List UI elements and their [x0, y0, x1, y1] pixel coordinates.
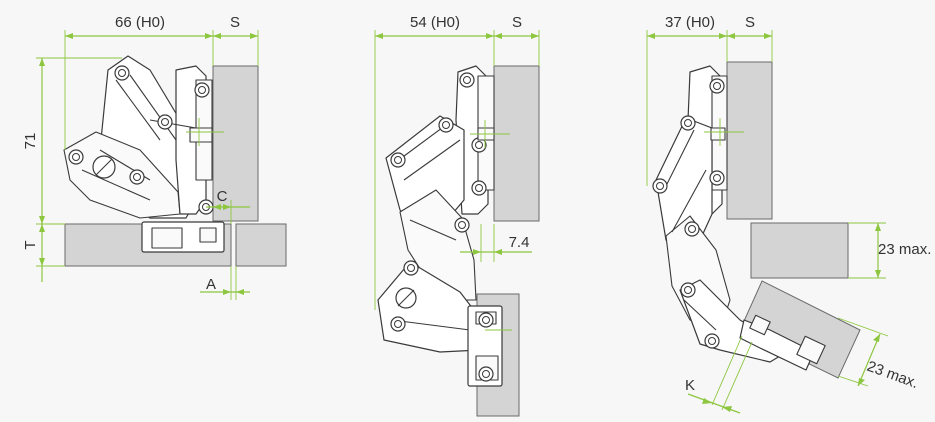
hinge-mechanism-1	[63, 55, 225, 253]
dimensions-3	[646, 30, 889, 414]
side-panel-3	[726, 61, 773, 220]
dimensions-1	[36, 30, 259, 300]
k-label: K	[685, 377, 695, 394]
s-label-2: S	[512, 14, 522, 31]
c-label-1: C	[217, 188, 228, 205]
door-panel-3b	[739, 280, 861, 379]
diagram-2-h0-54: 54 (H0) S 7.4	[374, 14, 540, 417]
width-label-3: 37 (H0)	[665, 14, 715, 31]
side-panel-2	[493, 65, 540, 222]
door-panel-3a	[750, 222, 849, 279]
max-label-2: 23 max.	[865, 358, 921, 392]
height-label-1: 71	[22, 133, 39, 150]
hinge-mechanism-2	[377, 65, 503, 387]
s-label-1: S	[230, 14, 240, 31]
width-label-1: 66 (H0)	[115, 14, 165, 31]
a-label-1: A	[206, 276, 216, 293]
offset-label-2: 7.4	[509, 234, 530, 251]
door-panel-1b	[235, 223, 287, 267]
side-panel-1	[212, 65, 259, 222]
diagram-1-h0-66: 66 (H0) S 71 T C A	[22, 14, 287, 300]
width-label-2: 54 (H0)	[410, 14, 460, 31]
diagram-3-h0-37: 37 (H0) S 23 max. 23 max. K	[646, 14, 931, 414]
dimensions-2	[374, 30, 540, 331]
t-label-1: T	[22, 240, 39, 249]
s-label-3: S	[745, 14, 755, 31]
max-label-1: 23 max.	[878, 241, 931, 258]
hinge-mechanism-3	[652, 65, 826, 371]
